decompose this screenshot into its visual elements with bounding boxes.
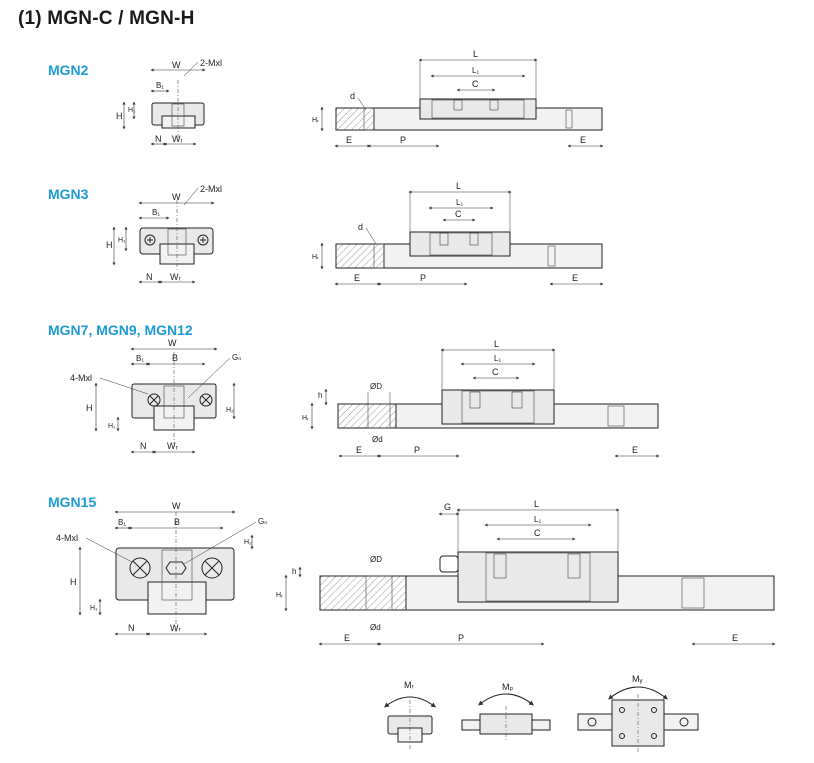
label-2-mxl: 2-Mxl [200, 58, 222, 68]
mgn2-front-view: W B₁ 2-Mxl H H₁ N Wᵣ [116, 58, 222, 146]
section-title-mgn2: MGN2 [48, 62, 89, 78]
label-d: d [350, 91, 355, 101]
label-b: B [174, 517, 180, 527]
label-mr: Mᵣ [404, 680, 414, 690]
label-h-small: h [292, 567, 296, 576]
label-c: C [472, 79, 479, 89]
label-n: N [128, 623, 135, 633]
label-e: E [732, 633, 738, 643]
label-h-small: h [318, 391, 322, 400]
label-c: C [455, 209, 462, 219]
label-wr: Wᵣ [170, 623, 181, 633]
mgn15-side-view: L L₁ C G ØD Ød E P E Hᵣ h [276, 499, 776, 646]
label-e: E [346, 135, 352, 145]
label-gn: Gₙ [258, 517, 267, 526]
label-e: E [354, 273, 360, 283]
label-h1: H₁ [90, 605, 98, 612]
label-l: L [494, 339, 499, 349]
label-h1: H₁ [118, 237, 126, 244]
label-hr: Hᵣ [302, 415, 309, 422]
label-h2: H₂ [244, 539, 252, 546]
label-4-mxl: 4-Mxl [70, 373, 92, 383]
label-e: E [356, 445, 362, 455]
label-h1: H₁ [108, 423, 116, 430]
label-dia-d: ØD [370, 555, 382, 564]
label-l: L [534, 499, 539, 509]
label-b1: B₁ [152, 208, 160, 217]
moment-mr-icon: Mᵣ [383, 680, 437, 750]
label-b1: B₁ [136, 354, 144, 363]
mgn7-front-view: W B₁ B 4-Mxl Gₙ H H₁ H₂ N Wᵣ [70, 338, 241, 454]
mgn15-front-view: W B₁ B 4-Mxl Gₙ H H₁ H₂ N Wᵣ [56, 501, 267, 636]
page-title: (1) MGN-C / MGN-H [18, 8, 195, 29]
label-p: P [458, 633, 464, 643]
label-n: N [155, 134, 162, 144]
label-wr: Wᵣ [167, 441, 178, 451]
section-title-mgn7-9-12: MGN7, MGN9, MGN12 [48, 322, 193, 338]
label-e: E [632, 445, 638, 455]
label-h1: H₁ [128, 107, 136, 114]
moment-mp-icon: Mₚ [461, 682, 551, 742]
section-title-mgn15: MGN15 [48, 494, 97, 510]
label-hr: Hᵣ [312, 117, 319, 124]
label-n: N [146, 272, 153, 282]
mgn2-side-view: L L₁ C E P E Hᵣ d [312, 49, 604, 148]
label-b: B [172, 353, 178, 363]
label-p: P [420, 273, 426, 283]
label-dia-d: ØD [370, 382, 382, 391]
label-hr: Hᵣ [312, 254, 319, 261]
label-w: W [172, 192, 181, 202]
label-l1: L₁ [494, 354, 501, 363]
label-mp: Mₚ [502, 682, 513, 692]
label-b1: B₁ [156, 81, 164, 90]
label-gn: Gₙ [232, 353, 241, 362]
label-dia-d-small: Ød [370, 623, 381, 632]
label-l1: L₁ [456, 198, 463, 207]
label-e: E [580, 135, 586, 145]
label-p: P [400, 135, 406, 145]
label-b1: B₁ [118, 518, 126, 527]
label-dia-d-small: Ød [372, 435, 383, 444]
label-h: H [86, 403, 93, 413]
label-w: W [168, 338, 177, 348]
label-w: W [172, 60, 181, 70]
label-wr: Wᵣ [172, 134, 183, 144]
label-g: G [444, 502, 451, 512]
label-e: E [572, 273, 578, 283]
label-wr: Wᵣ [170, 272, 181, 282]
label-hr: Hᵣ [276, 592, 283, 599]
label-h: H [116, 111, 123, 121]
mgn7-side-view: L L₁ C ØD Ød E P E Hᵣ h [302, 339, 660, 458]
label-h: H [70, 577, 77, 587]
mgn3-front-view: W B₁ 2-Mxl H H₁ N Wᵣ [106, 184, 222, 284]
label-w: W [172, 501, 181, 511]
label-d: d [358, 222, 363, 232]
label-n: N [140, 441, 147, 451]
label-my: Mᵧ [632, 674, 642, 684]
label-2-mxl: 2-Mxl [200, 184, 222, 194]
label-c: C [492, 367, 499, 377]
label-l: L [456, 181, 461, 191]
moment-my-icon: Mᵧ [577, 674, 699, 752]
label-l1: L₁ [534, 515, 541, 524]
label-p: P [414, 445, 420, 455]
mgn3-side-view: L L₁ C E P E Hᵣ d [312, 181, 604, 286]
label-l: L [473, 49, 478, 59]
label-h: H [106, 240, 113, 250]
section-title-mgn3: MGN3 [48, 186, 89, 202]
label-h2: H₂ [226, 407, 234, 414]
label-l1: L₁ [472, 66, 479, 75]
label-e: E [344, 633, 350, 643]
label-c: C [534, 528, 541, 538]
label-4-mxl: 4-Mxl [56, 533, 78, 543]
